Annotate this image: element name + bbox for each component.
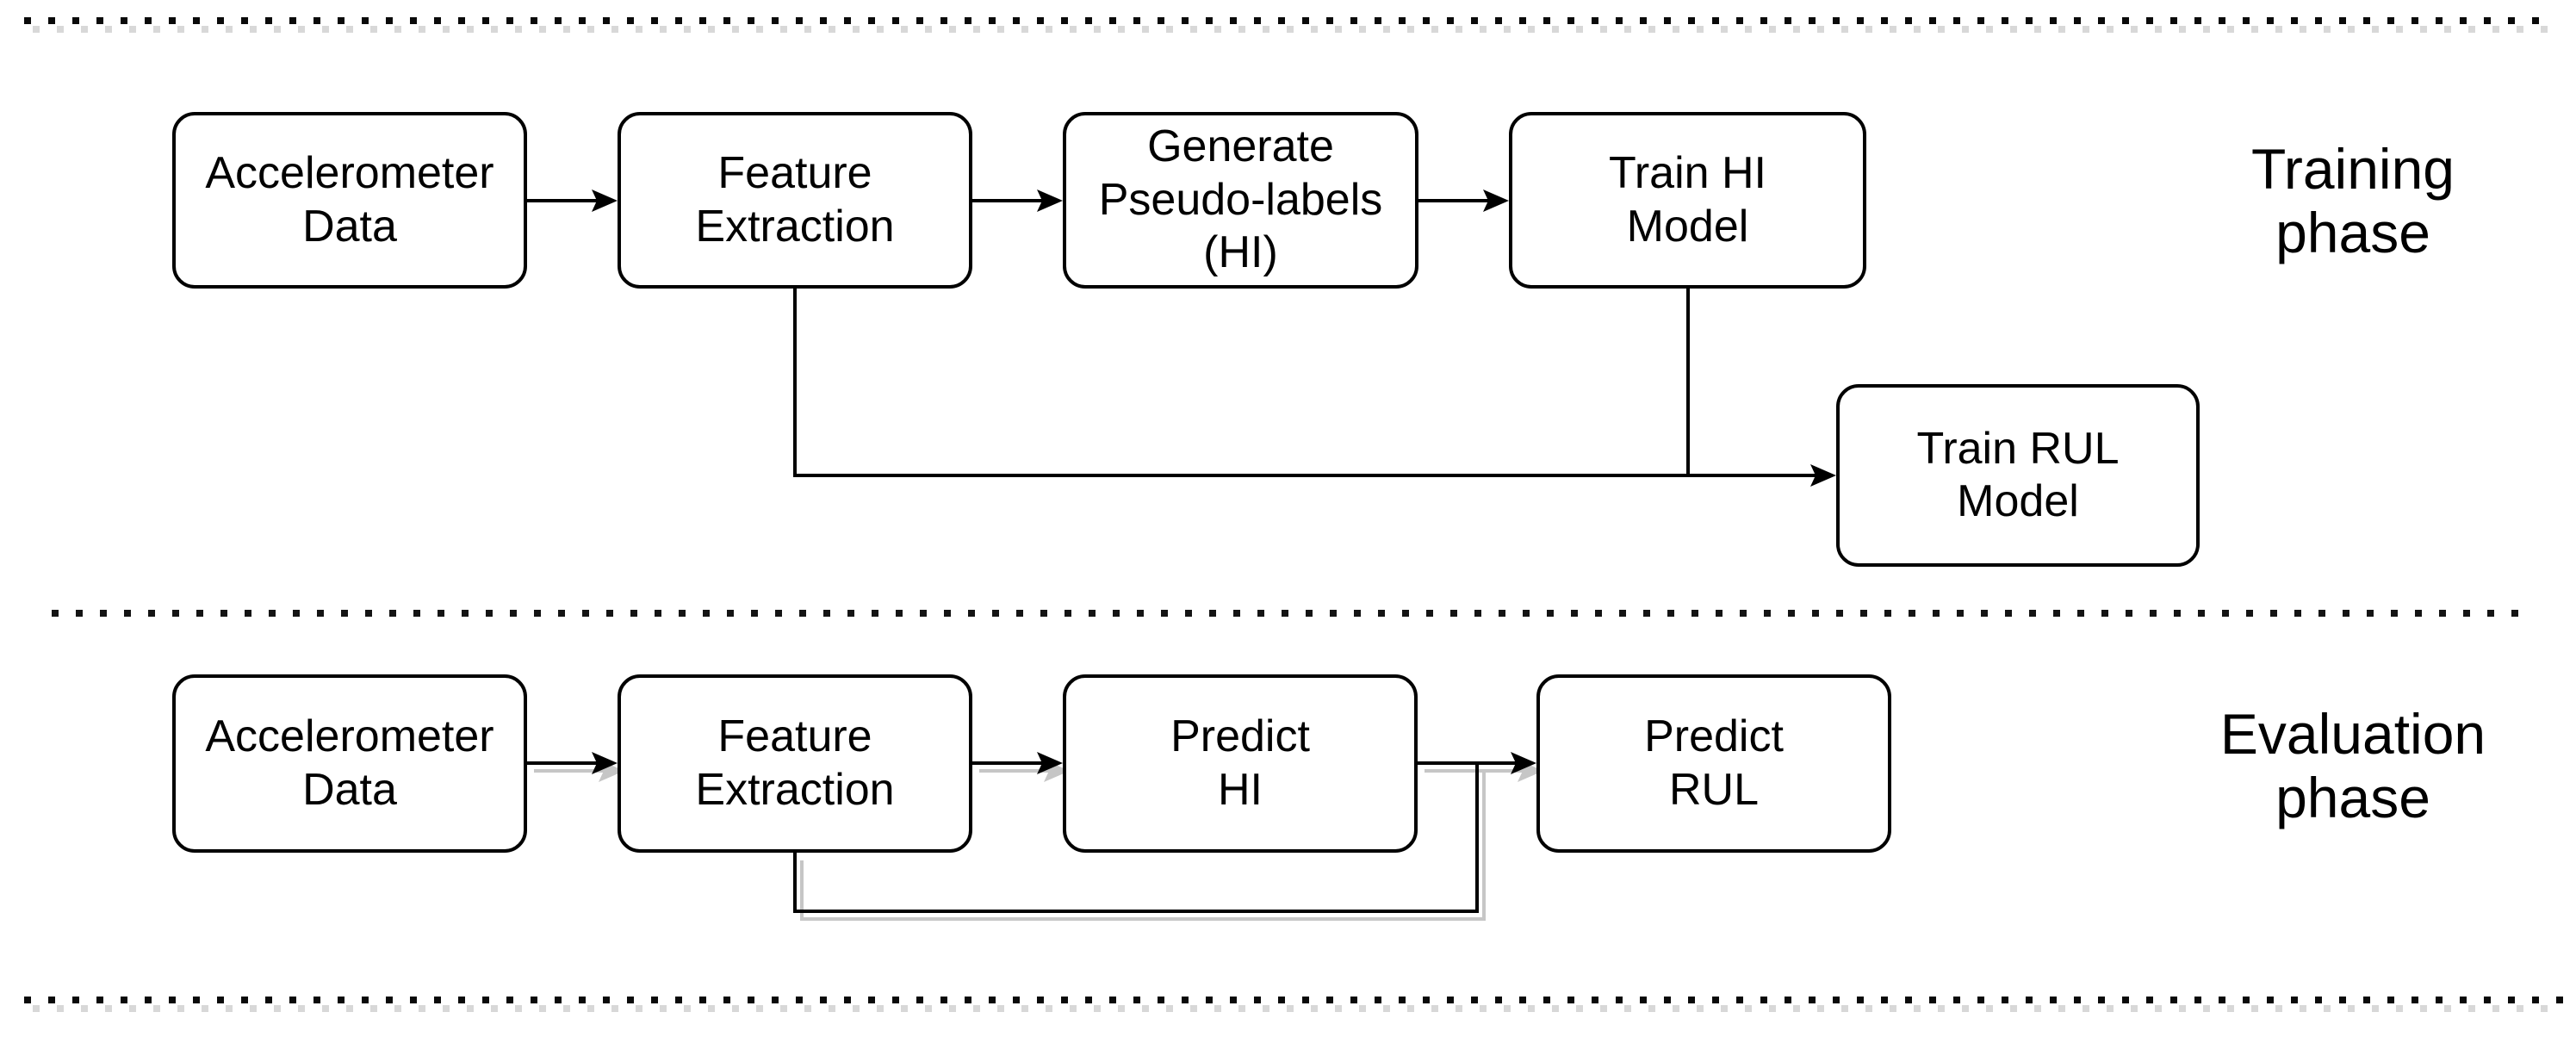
arrowhead-feature-to-generate-pseudo-labels (1037, 189, 1063, 212)
node-label: Feature Extraction (695, 148, 895, 251)
node-label: Generate Pseudo-labels (HI) (1098, 121, 1383, 278)
node-label: Train RUL Model (1916, 423, 2120, 526)
arrowhead-generate-pseudo-labels-to-train-hi (1483, 189, 1509, 212)
node-label: Predict RUL (1644, 711, 1784, 815)
node-predict-hi: Predict HI (1063, 674, 1418, 853)
arrowhead-predict-hi-to-predict-rul (1511, 752, 1536, 774)
arrowhead-into-train-rul (1810, 464, 1836, 487)
connector-feature-to-train-rul (793, 289, 1816, 477)
training-phase-label: Training phase (2251, 137, 2455, 264)
node-accelerometer-data-evaluation: Accelerometer Data (172, 674, 527, 853)
arrowhead-accelerometer-to-feature-training (592, 189, 618, 212)
node-accelerometer-data-training: Accelerometer Data (172, 112, 527, 289)
node-feature-extraction-evaluation: Feature Extraction (618, 674, 972, 853)
node-train-rul-model: Train RUL Model (1836, 384, 2200, 567)
node-label: Accelerometer Data (205, 148, 494, 251)
dotted-separator-bottom (24, 997, 2565, 1014)
arrowhead-accelerometer-to-feature-eval (592, 752, 618, 774)
dotted-separator-top (24, 17, 2552, 34)
arrowhead-feature-to-predict-hi (1037, 752, 1063, 774)
evaluation-phase-label: Evaluation phase (2219, 702, 2486, 829)
evaluation-connectors (527, 752, 1536, 913)
node-label: Train HI Model (1609, 148, 1766, 251)
dotted-separator-middle (52, 610, 2528, 627)
node-label: Accelerometer Data (205, 711, 494, 815)
node-predict-rul: Predict RUL (1536, 674, 1891, 853)
node-generate-pseudo-labels-hi: Generate Pseudo-labels (HI) (1063, 112, 1418, 289)
node-train-hi-model: Train HI Model (1509, 112, 1866, 289)
node-label: Feature Extraction (695, 711, 895, 815)
training-connectors (527, 189, 1836, 487)
shadow-connector-feature-to-predict-rul (800, 771, 1486, 921)
node-label: Predict HI (1170, 711, 1310, 815)
node-feature-extraction-training: Feature Extraction (618, 112, 972, 289)
connector-feature-to-predict-rul (793, 763, 1479, 913)
